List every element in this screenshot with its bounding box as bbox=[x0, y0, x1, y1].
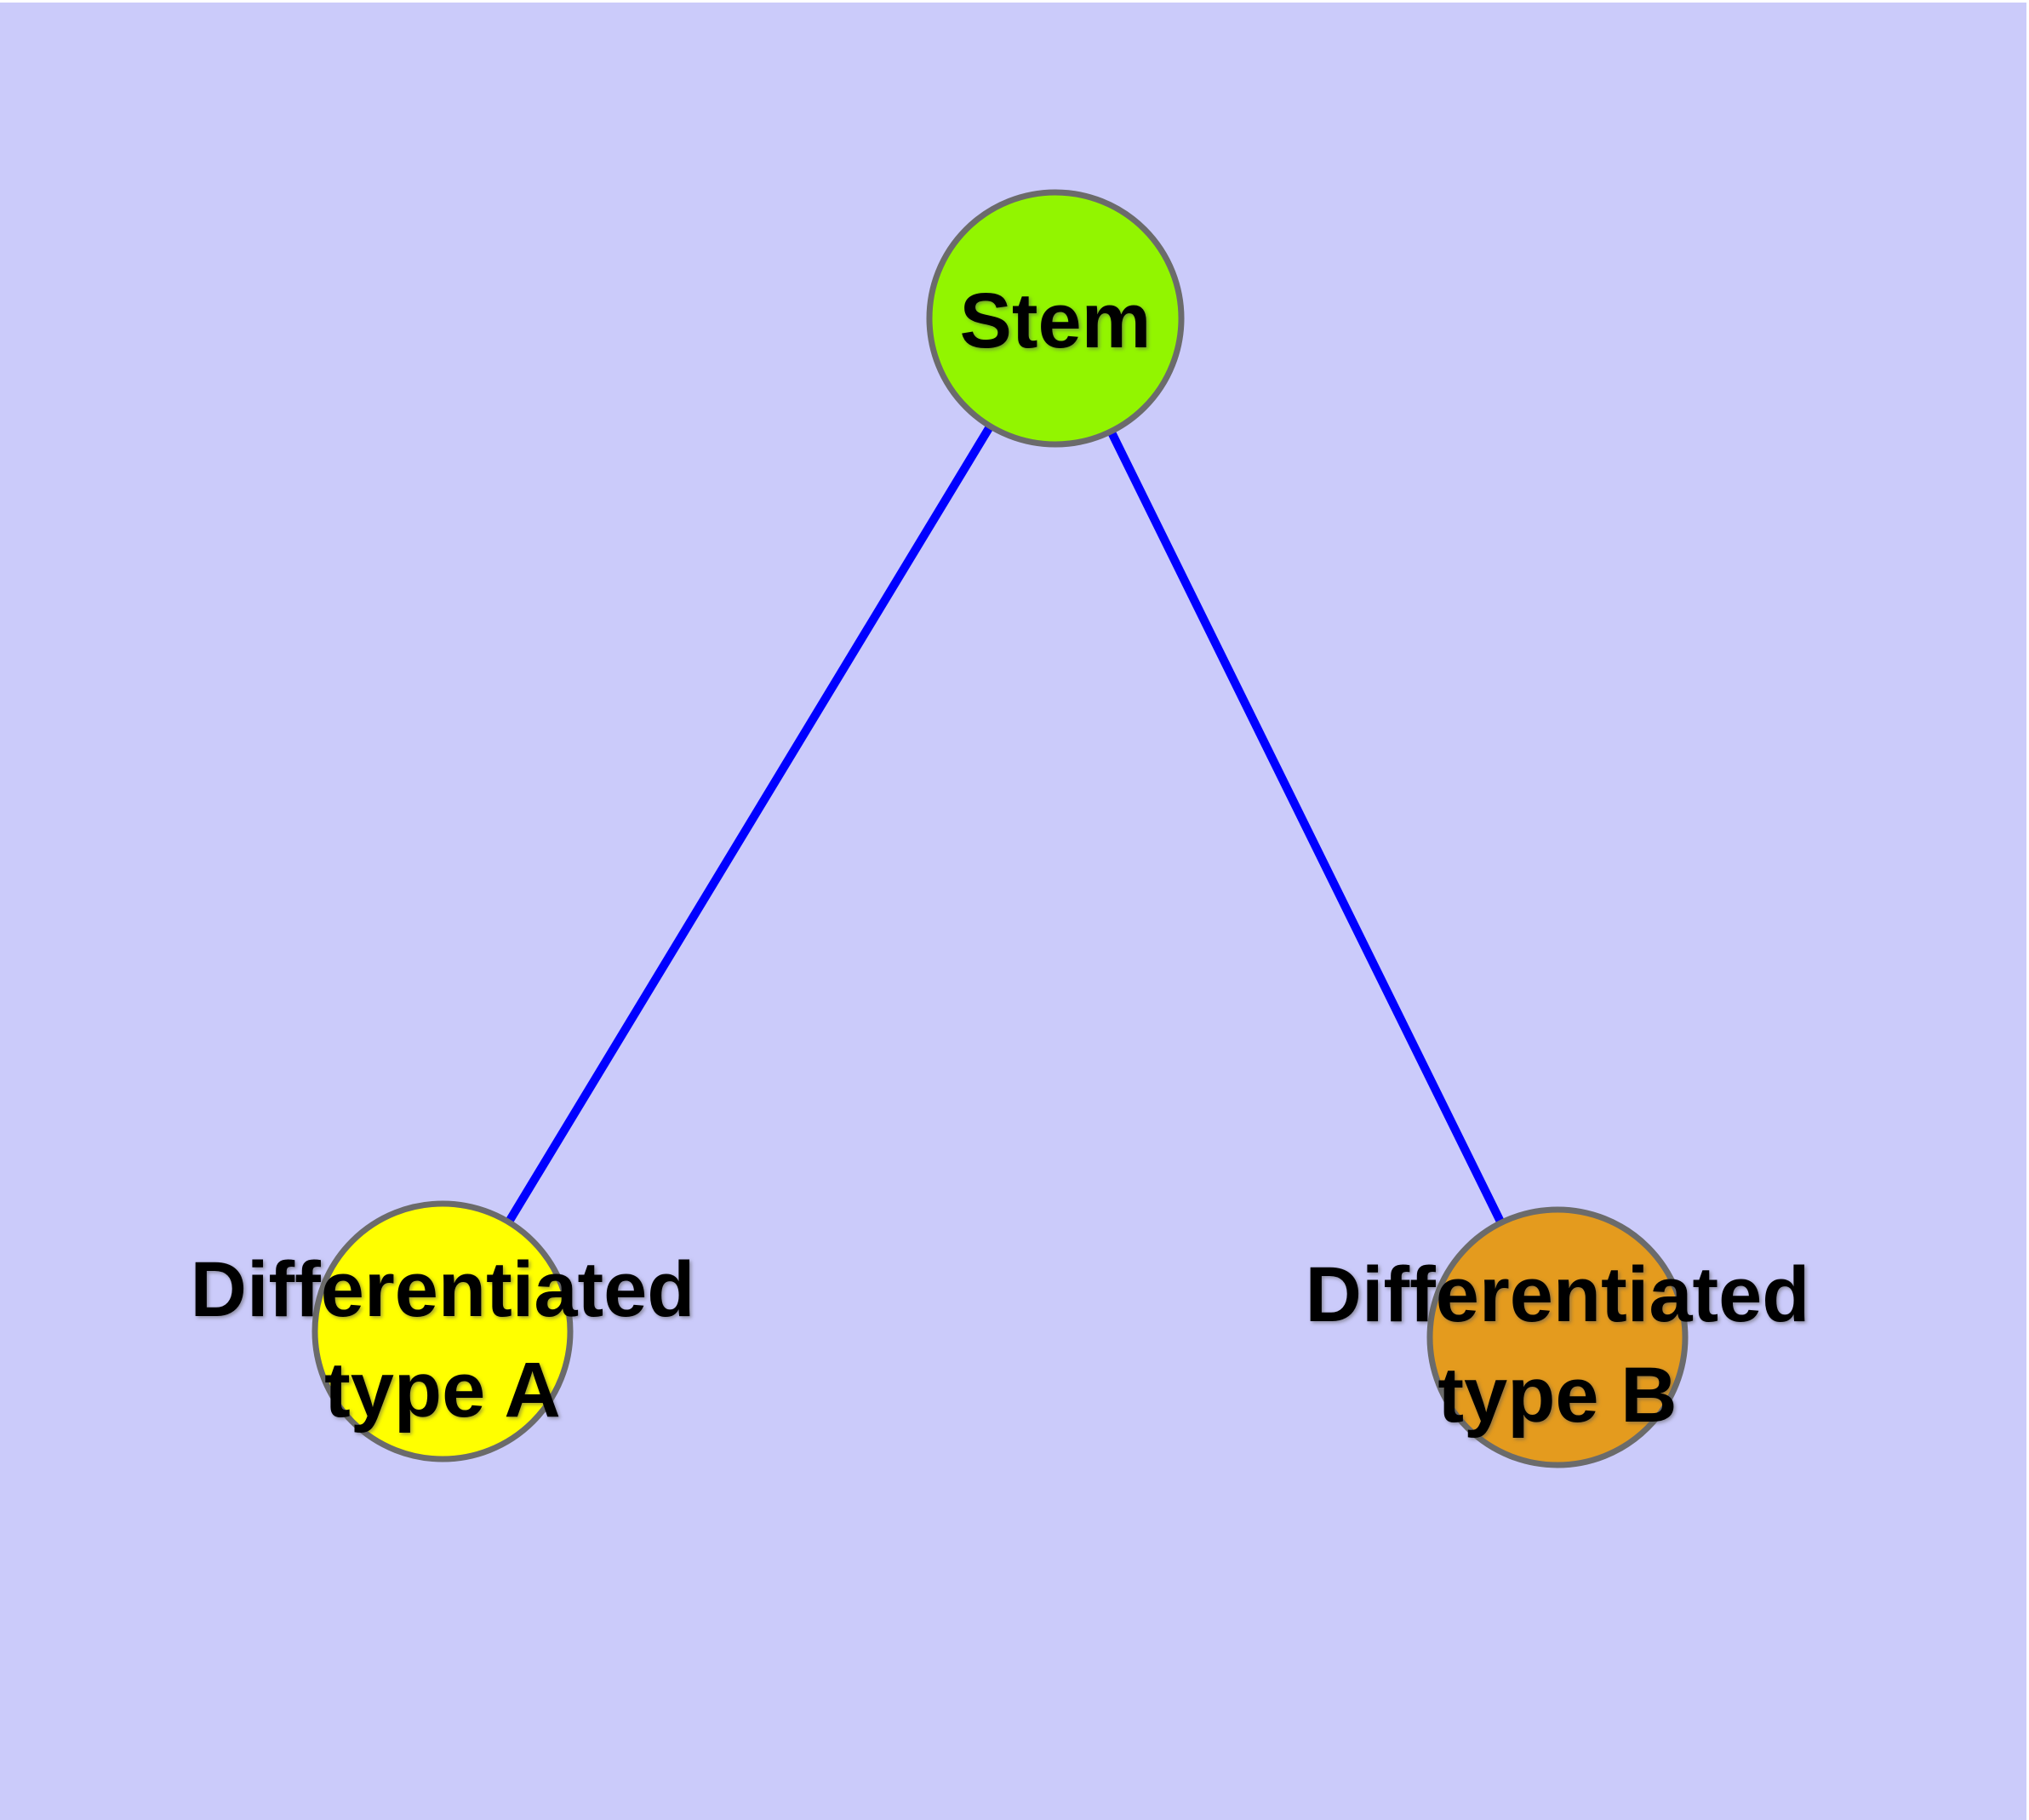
node-type-a-label-line1: Differentiated bbox=[191, 1246, 695, 1333]
node-type-b-circle[interactable] bbox=[1426, 1206, 1689, 1468]
node-stem[interactable]: Stem bbox=[926, 189, 1185, 448]
node-type-a-circle[interactable] bbox=[311, 1200, 574, 1462]
edge-stem-to-type-a bbox=[438, 316, 1060, 1334]
node-stem-circle[interactable] bbox=[926, 189, 1185, 448]
node-differentiated-type-b[interactable]: Differentiated type B bbox=[1306, 1206, 1810, 1468]
node-differentiated-type-a[interactable]: Differentiated type A bbox=[191, 1200, 695, 1462]
node-type-b-label-line2: type B bbox=[1437, 1352, 1677, 1439]
node-type-b-label-line1: Differentiated bbox=[1306, 1251, 1810, 1338]
node-stem-label: Stem bbox=[960, 278, 1152, 364]
node-type-a-label-line2: type A bbox=[324, 1347, 561, 1434]
edge-stem-to-type-b bbox=[1051, 316, 1562, 1340]
